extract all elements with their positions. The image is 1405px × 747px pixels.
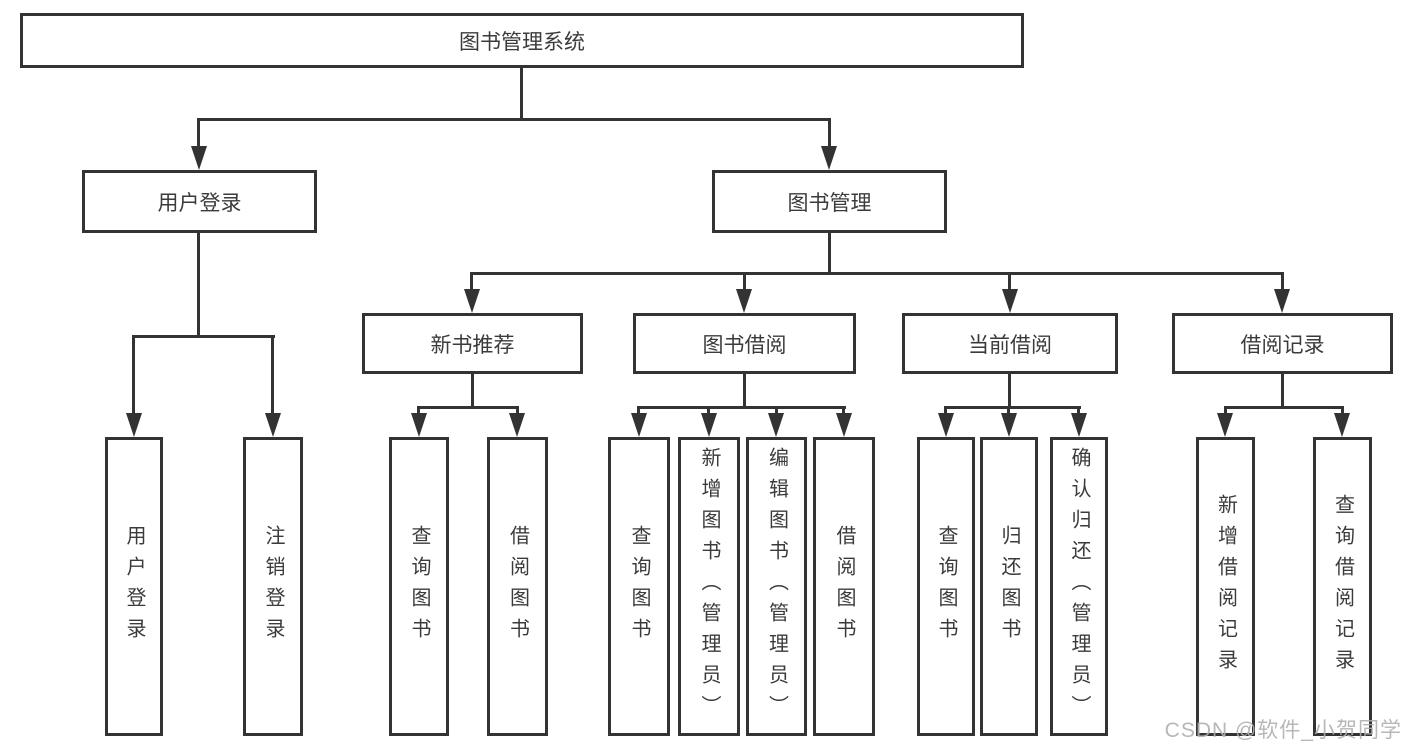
arrow-down-icon: [1001, 413, 1017, 437]
node-label: 新增图书（管理员）: [698, 447, 720, 726]
arrow-down-icon: [768, 413, 784, 437]
arrow-down-icon: [1217, 413, 1233, 437]
connector-line: [1008, 272, 1011, 292]
connector-line: [637, 406, 640, 416]
leaf-borrow-query-book: 查询图书: [608, 437, 670, 736]
connector-line: [1007, 406, 1010, 416]
connector-line: [197, 118, 831, 121]
connector-line: [775, 406, 778, 416]
connector-line: [516, 406, 519, 416]
node-label: 图书借阅: [702, 333, 787, 357]
watermark: CSDN @软件_小贺同学: [1164, 719, 1402, 742]
connector-line: [1281, 272, 1284, 292]
arrow-down-icon: [509, 413, 525, 437]
leaf-current-return-book: 归还图书: [980, 437, 1038, 736]
arrow-down-icon: [1334, 413, 1350, 437]
connector-line: [1008, 374, 1011, 409]
connector-line: [520, 68, 523, 121]
connector-line: [417, 406, 420, 416]
node-label: 用户登录: [123, 524, 145, 649]
leaf-newbook-borrow-book: 借阅图书: [487, 437, 548, 736]
node-label: 借阅图书: [506, 524, 529, 649]
connector-line: [637, 406, 846, 409]
arrow-down-icon: [191, 146, 207, 170]
connector-line: [1077, 406, 1080, 416]
arrow-down-icon: [821, 146, 837, 170]
arrow-down-icon: [938, 413, 954, 437]
node-borrow-record: 借阅记录: [1172, 313, 1393, 374]
connector-line: [271, 335, 274, 415]
arrow-down-icon: [464, 289, 480, 313]
leaf-borrow-edit-book-admin: 编辑图书（管理员）: [746, 437, 807, 736]
node-label: 用户登录: [157, 191, 242, 215]
leaf-record-add-borrow-record: 新增借阅记录: [1196, 437, 1255, 736]
node-label: 查询借阅记录: [1331, 493, 1354, 680]
connector-line: [1281, 374, 1284, 409]
arrow-down-icon: [701, 413, 717, 437]
arrow-down-icon: [265, 413, 281, 437]
node-label: 当前借阅: [968, 333, 1052, 357]
leaf-logout-login: 注销登录: [243, 437, 303, 736]
connector-line: [707, 406, 710, 416]
connector-line: [828, 118, 831, 148]
node-label: 新书推荐: [430, 333, 515, 357]
arrow-down-icon: [1071, 413, 1087, 437]
connector-line: [1341, 406, 1344, 416]
arrow-down-icon: [631, 413, 647, 437]
connector-line: [197, 233, 200, 335]
node-label: 图书管理系统: [459, 30, 585, 54]
leaf-newbook-query-book: 查询图书: [389, 437, 449, 736]
connector-line: [842, 406, 845, 416]
connector-line: [944, 406, 947, 416]
arrow-down-icon: [411, 413, 427, 437]
connector-line: [132, 335, 135, 415]
node-label: 借阅图书: [833, 524, 855, 649]
leaf-current-query-book: 查询图书: [917, 437, 975, 736]
node-label: 图书管理: [787, 191, 872, 215]
node-label: 确认归还（管理员）: [1068, 447, 1090, 726]
connector-line: [743, 272, 746, 292]
node-library-system: 图书管理系统: [20, 13, 1024, 68]
connector-line: [828, 233, 831, 275]
node-label: 归还图书: [998, 524, 1020, 649]
node-label: 注销登录: [262, 524, 284, 649]
arrow-down-icon: [836, 413, 852, 437]
connector-line: [417, 406, 519, 409]
arrow-down-icon: [1274, 289, 1290, 313]
leaf-current-confirm-return-admin: 确认归还（管理员）: [1050, 437, 1108, 736]
leaf-record-query-borrow-record: 查询借阅记录: [1313, 437, 1372, 736]
node-label: 编辑图书（管理员）: [765, 447, 788, 726]
node-label: 查询图书: [935, 524, 957, 649]
node-new-book-recommend: 新书推荐: [362, 313, 583, 374]
leaf-user-login: 用户登录: [105, 437, 163, 736]
connector-line: [470, 272, 473, 292]
node-current-borrow: 当前借阅: [902, 313, 1118, 374]
node-user-login: 用户登录: [82, 170, 317, 233]
node-label: 借阅记录: [1240, 333, 1325, 357]
node-label: 查询图书: [628, 524, 650, 649]
connector-line: [197, 118, 200, 148]
arrow-down-icon: [1002, 289, 1018, 313]
connector-line: [743, 374, 746, 409]
node-book-borrow: 图书借阅: [633, 313, 856, 374]
node-label: 查询图书: [408, 524, 430, 649]
connector-line: [471, 272, 1284, 275]
connector-line: [471, 374, 474, 409]
node-label: 新增借阅记录: [1214, 493, 1237, 680]
leaf-borrow-add-book-admin: 新增图书（管理员）: [678, 437, 740, 736]
node-book-management: 图书管理: [712, 170, 947, 233]
connector-line: [1224, 406, 1227, 416]
connector-line: [132, 335, 275, 338]
arrow-down-icon: [126, 413, 142, 437]
leaf-borrow-borrow-book: 借阅图书: [813, 437, 875, 736]
arrow-down-icon: [736, 289, 752, 313]
connector-line: [1224, 406, 1344, 409]
connector-line: [944, 406, 1081, 409]
